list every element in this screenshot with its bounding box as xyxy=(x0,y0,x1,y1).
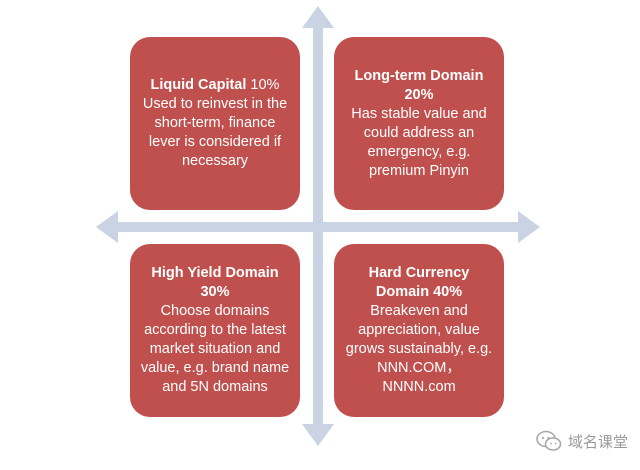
axis-arrow-down xyxy=(302,424,334,446)
quadrant-heading: Long-term Domain 20% xyxy=(354,67,484,103)
quadrant-hard-currency-domain: Hard Currency Domain 40% Breakeven and a… xyxy=(334,244,504,417)
watermark-text: 域名课堂 xyxy=(567,433,628,451)
axis-arrow-up xyxy=(302,6,334,28)
quadrant-body: Breakeven and appreciation, value grows … xyxy=(345,303,493,395)
quadrant-liquid-capital: Liquid Capital 10% Used to reinvest in t… xyxy=(130,37,300,210)
quadrant-percent: 10% xyxy=(246,77,280,93)
quadrant-heading: High Yield Domain 30% xyxy=(151,265,279,300)
quadrant-heading: Liquid Capital xyxy=(150,77,247,93)
axis-arrow-right xyxy=(518,211,540,243)
quadrant-heading: Hard Currency Domain 40% xyxy=(368,265,470,300)
quadrant-body: Has stable value and could address an em… xyxy=(351,105,487,179)
wechat-icon xyxy=(536,430,562,451)
quadrant-body: Used to reinvest in the short-term, fina… xyxy=(142,96,288,169)
horizontal-axis xyxy=(112,222,524,232)
axis-arrow-left xyxy=(96,211,118,243)
quadrant-body: Choose domains according to the latest m… xyxy=(140,303,290,395)
quadrant-high-yield-domain: High Yield Domain 30% Choose domains acc… xyxy=(130,244,300,417)
watermark: 域名课堂 xyxy=(536,430,628,452)
quadrant-long-term-domain: Long-term Domain 20% Has stable value an… xyxy=(334,37,504,210)
